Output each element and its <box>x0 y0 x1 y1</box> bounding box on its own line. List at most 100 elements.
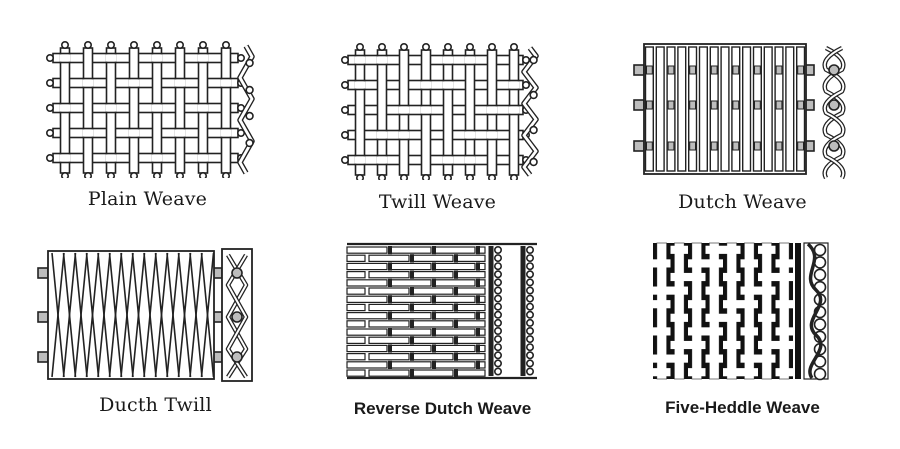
warp-wire <box>761 242 772 380</box>
weft-float <box>653 368 671 377</box>
weft-float <box>775 300 793 309</box>
five-heddle-weave-diagram <box>650 240 832 382</box>
crimp-profile <box>522 47 538 176</box>
warp-knuckle <box>432 295 436 304</box>
wire-end <box>522 55 531 64</box>
side-wave <box>806 242 823 380</box>
weft-float <box>688 300 706 309</box>
weft-float <box>705 327 723 336</box>
wire-end <box>245 111 254 121</box>
weft-wire <box>52 102 239 114</box>
wire-end <box>61 172 69 178</box>
crossing <box>128 79 140 87</box>
wire-end <box>494 262 503 271</box>
crossing <box>376 131 388 139</box>
diagonal-wire <box>120 252 134 378</box>
weft-section <box>231 311 243 323</box>
weft-segment <box>390 311 432 320</box>
warp-wire <box>677 46 687 172</box>
wire-end <box>107 40 116 50</box>
crimp-profile <box>823 47 845 179</box>
crossing <box>128 129 140 137</box>
weft-tab <box>633 64 645 76</box>
crossing <box>354 81 366 89</box>
wire-end <box>46 104 55 113</box>
dutch-twill-label: Ducth Twill <box>99 394 212 416</box>
weft-crossing <box>775 141 783 151</box>
weft-segment <box>368 287 410 295</box>
weft-tab <box>37 311 49 323</box>
reverse-dutch-weave-label: Reverse Dutch Weave <box>353 399 532 418</box>
weft-section <box>828 64 840 76</box>
weft-float <box>670 286 688 295</box>
weft-float <box>758 245 776 254</box>
weft-wire <box>52 127 239 139</box>
wire-end <box>494 270 503 279</box>
weft-segment <box>346 328 388 336</box>
weft-segment <box>456 369 486 377</box>
warp-wire <box>674 242 685 380</box>
crossing <box>376 56 388 64</box>
weft-segment <box>368 352 410 361</box>
crossing <box>151 54 163 62</box>
warp-knuckle <box>476 278 480 287</box>
wire-end <box>340 55 350 64</box>
wire-end <box>245 138 254 148</box>
warp-wire <box>741 46 752 172</box>
warp-knuckle <box>388 328 392 337</box>
weft-crossing <box>689 100 697 110</box>
wire-end <box>526 246 535 255</box>
warp-wire <box>709 242 720 380</box>
weft-segment <box>368 271 410 279</box>
wire-end <box>494 254 503 263</box>
crossing <box>220 129 232 137</box>
crossing <box>105 104 117 112</box>
diagonal-wire <box>51 252 65 378</box>
wire-end <box>529 55 538 65</box>
wire-end <box>494 335 503 344</box>
warp-knuckle <box>388 295 392 304</box>
weft-float <box>705 286 723 295</box>
weft-segment <box>434 295 476 304</box>
wire-end <box>340 106 350 115</box>
crossing <box>151 154 163 162</box>
weft-segment <box>456 254 486 262</box>
weft-section <box>828 99 840 111</box>
crossing <box>82 129 94 137</box>
weft-segment <box>412 271 454 279</box>
weft-crossing <box>667 141 675 151</box>
wire-end <box>526 327 535 336</box>
wire-end <box>444 174 452 180</box>
weft-segment <box>346 352 366 361</box>
wire-end <box>199 172 207 178</box>
warp-knuckle <box>476 295 480 304</box>
wire-end <box>813 268 827 282</box>
warp-wire <box>656 242 667 380</box>
weft-crossing <box>710 100 718 110</box>
weft-float <box>758 340 776 350</box>
warp-knuckle <box>454 352 458 361</box>
warp-knuckle <box>388 246 392 255</box>
wire-end <box>222 40 231 50</box>
wire-end <box>107 172 115 178</box>
weft-float <box>775 340 793 350</box>
plain-weave-label: Plain Weave <box>87 188 208 210</box>
wire-end <box>399 42 408 52</box>
warp-knuckle <box>410 352 414 361</box>
weft-segment <box>346 336 366 344</box>
diagonal-wire <box>108 252 123 378</box>
warp-knuckle <box>476 246 480 255</box>
weft-float <box>740 300 758 309</box>
weft-segment <box>390 262 432 271</box>
weft-segment <box>434 262 476 271</box>
wire-end <box>466 42 475 52</box>
crossing <box>59 54 71 62</box>
weft-segment <box>412 303 454 312</box>
weft-float <box>653 286 671 295</box>
weft-wire <box>52 152 239 164</box>
weft-segment <box>346 303 366 312</box>
wire-end <box>494 302 503 311</box>
five-heddle-weave-label: Five-Heddle Weave <box>665 398 820 417</box>
warp-knuckle <box>476 344 480 353</box>
weft-segment <box>346 295 388 304</box>
